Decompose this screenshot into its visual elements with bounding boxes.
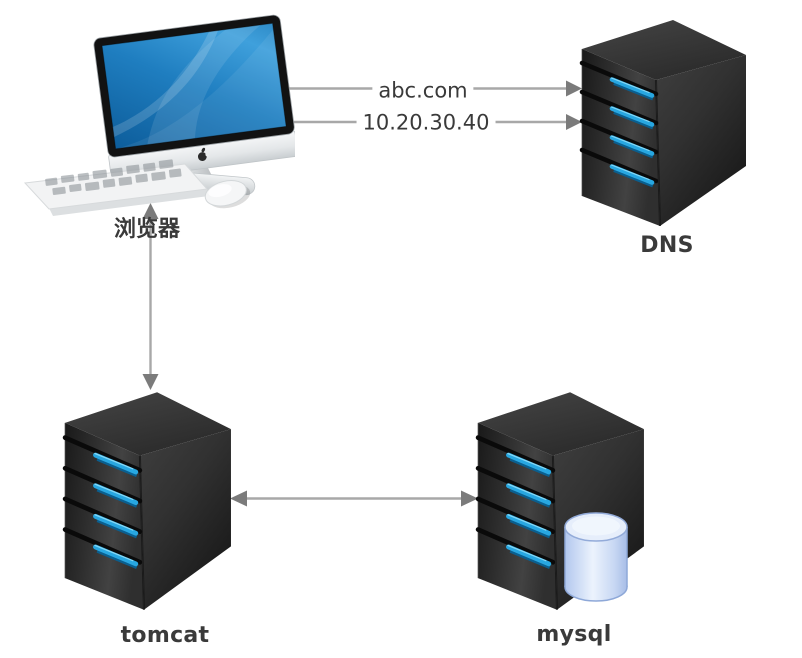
edge-label-domain: abc.com — [372, 79, 474, 103]
imac-computer-icon — [23, 14, 295, 216]
browser-label: 浏览器 — [113, 216, 181, 242]
mysql-label: mysql — [536, 621, 612, 647]
imac-display — [93, 14, 295, 181]
edge-browser-tomcat — [142, 203, 159, 390]
dns-server-icon — [578, 16, 750, 230]
tomcat-server-icon — [61, 388, 235, 614]
mouse-icon — [204, 180, 251, 209]
dns-label: DNS — [640, 232, 694, 258]
database-cylinder-icon — [564, 512, 628, 602]
edge-tomcat-mysql — [230, 490, 478, 507]
keyboard-icon — [23, 159, 209, 216]
edge-label-ip: 10.20.30.40 — [356, 111, 496, 135]
tomcat-label: tomcat — [120, 622, 210, 648]
apple-logo-icon — [197, 147, 210, 161]
